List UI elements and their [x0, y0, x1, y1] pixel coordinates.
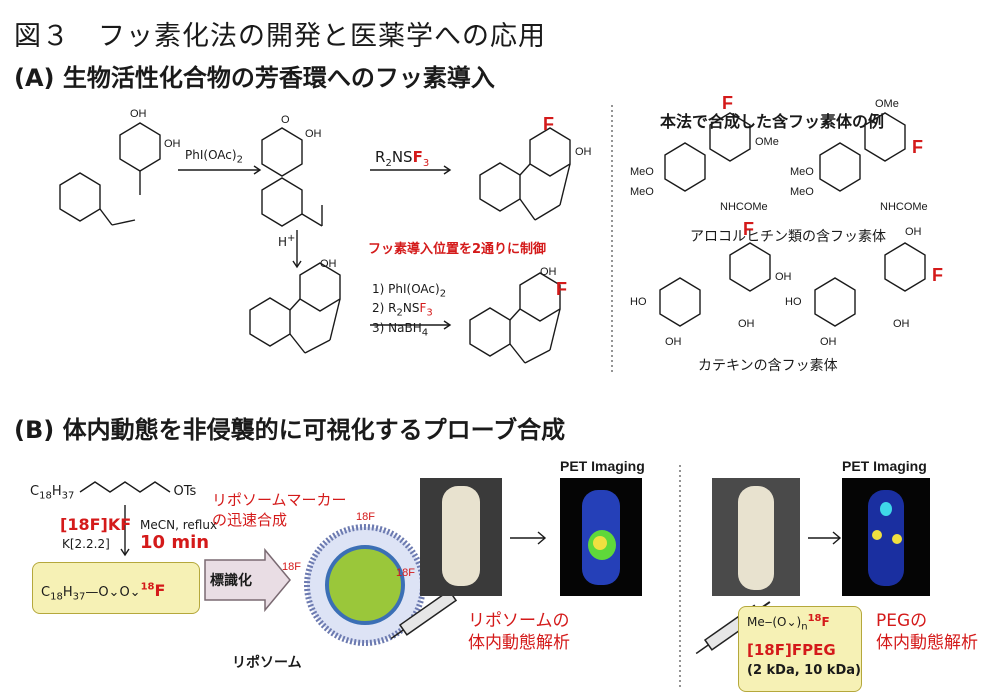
conditions: MeCN, reflux: [140, 518, 218, 532]
svg-text:OH: OH: [130, 108, 147, 120]
figure-title: 図３ フッ素化法の開発と医薬学への応用: [14, 21, 546, 52]
svg-text:OH: OH: [540, 266, 557, 278]
kryptofix: K[2.2.2]: [62, 537, 110, 551]
svg-text:OH: OH: [164, 138, 181, 150]
peg-analysis: PEGの 体内動態解析: [876, 610, 978, 654]
svg-text:F: F: [932, 265, 943, 285]
step-2: 2) R2NSF3: [372, 301, 433, 319]
mouse-photo-1: [420, 478, 502, 596]
svg-text:OMe: OMe: [875, 98, 899, 110]
ts-start-material: C18H37 OTs: [30, 484, 197, 502]
fluorinated-product-box: C18H37—O⌄O⌄18F: [32, 562, 200, 614]
peg-sizes: (2 kDa, 10 kDa): [747, 663, 861, 678]
svg-text:F: F: [722, 95, 733, 113]
liposome-analysis-line1: リポソームの: [468, 611, 570, 631]
pet-image-1: [560, 478, 642, 596]
pet-title-1: PET Imaging: [560, 458, 645, 474]
svg-text:OH: OH: [775, 271, 792, 283]
step-3: 3) NaBH4: [372, 320, 429, 339]
svg-text:F: F: [543, 114, 554, 134]
liposome-core: [325, 545, 405, 625]
pet-title-2: PET Imaging: [842, 458, 927, 474]
marker-note-line1: リポソームマーカー: [212, 491, 347, 509]
svg-text:18F: 18F: [396, 567, 415, 579]
acid-label: H+: [278, 233, 296, 249]
svg-text:OH: OH: [820, 336, 837, 348]
section-a-schemes: F F F F F F OH OH O OH OH OH OH MeO MeO OMe…: [59, 95, 943, 375]
svg-text:F: F: [556, 279, 567, 299]
peg-label: [18F]FPEG: [747, 641, 836, 659]
kf-label: [18F]KF: [60, 515, 132, 534]
labeling-label: 標識化: [210, 573, 252, 589]
peg-box: Me‒(O⌄)n18F [18F]FPEG (2 kDa, 10 kDa): [738, 606, 862, 692]
svg-text:OH: OH: [738, 318, 755, 330]
svg-text:NHCOMe: NHCOMe: [720, 201, 768, 213]
examples-heading: 本法で合成した含フッ素体の例: [660, 112, 885, 131]
start-ring-a: [59, 172, 101, 222]
svg-text:OH: OH: [893, 318, 910, 330]
catechin-caption: カテキンの含フッ素体: [698, 358, 838, 374]
svg-text:18F: 18F: [356, 511, 375, 523]
svg-text:OMe: OMe: [755, 136, 779, 148]
liposome-analysis: リポソームの 体内動態解析: [468, 610, 570, 654]
colchicine-caption: アロコルヒチン類の含フッ素体: [690, 229, 886, 245]
control-note: フッ素導入位置を2通りに制御: [368, 242, 547, 257]
svg-text:18F: 18F: [282, 561, 301, 573]
svg-text:MeO: MeO: [790, 186, 814, 198]
svg-text:F: F: [912, 137, 923, 157]
marker-note-line2: の迅速合成: [212, 511, 288, 529]
svg-text:NHCOMe: NHCOMe: [880, 201, 928, 213]
labeling-arrow: [204, 547, 291, 613]
svg-text:O: O: [281, 114, 290, 126]
ts-chain: [79, 481, 171, 493]
step-1: 1) PhI(OAc)2: [372, 282, 447, 300]
peg-analysis-line2: 体内動態解析: [876, 633, 978, 653]
svg-text:HO: HO: [630, 296, 647, 308]
svg-text:OH: OH: [905, 226, 922, 238]
reaction-time: 10 min: [140, 532, 210, 553]
section-a-heading: (A) 生物活性化合物の芳香環へのフッ素導入: [14, 64, 495, 92]
peg-analysis-line1: PEGの: [876, 611, 928, 631]
svg-text:OH: OH: [665, 336, 682, 348]
svg-text:MeO: MeO: [790, 166, 814, 178]
svg-text:MeO: MeO: [630, 166, 654, 178]
liposome-analysis-line2: 体内動態解析: [468, 633, 570, 653]
start-ring-b: [119, 122, 161, 172]
section-b-heading: (B) 体内動態を非侵襲的に可視化するプローブ合成: [14, 416, 566, 444]
svg-text:F: F: [743, 219, 754, 239]
multi-step-reagents: 1) PhI(OAc)2 2) R2NSF3 3) NaBH4: [372, 282, 446, 340]
svg-text:OH: OH: [575, 146, 592, 158]
marker-note: リポソームマーカー の迅速合成: [212, 490, 347, 530]
svg-text:OH: OH: [305, 128, 322, 140]
reagent-r2nsf3: R2NSF3: [375, 148, 430, 169]
svg-text:MeO: MeO: [630, 186, 654, 198]
svg-text:OH: OH: [320, 258, 337, 270]
mouse-photo-2: [712, 478, 800, 596]
reagent-phioac: PhI(OAc)2: [185, 148, 243, 166]
pet-image-2: [842, 478, 930, 596]
liposome-label: リポソーム: [232, 655, 302, 671]
svg-text:HO: HO: [785, 296, 802, 308]
